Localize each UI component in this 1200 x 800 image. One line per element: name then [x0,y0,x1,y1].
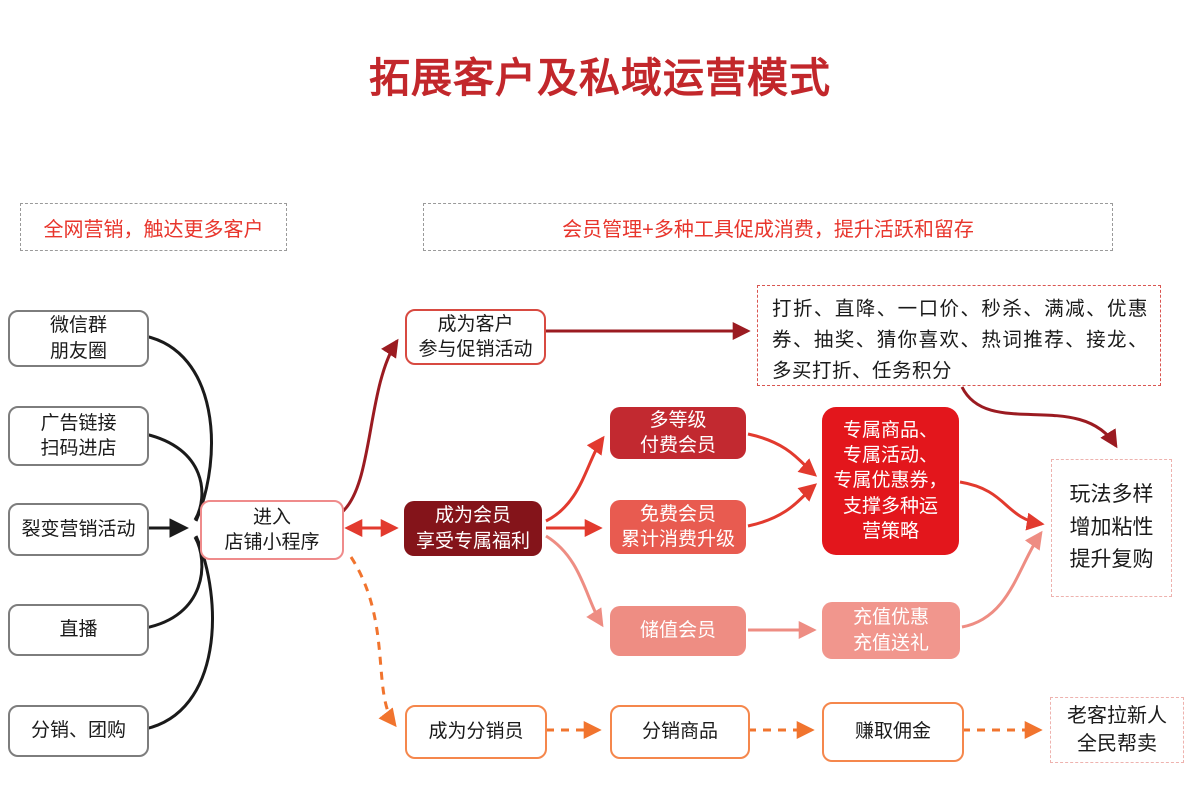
node-paid-member: 多等级 付费会员 [610,407,746,459]
node-become-member: 成为会员 享受专属福利 [404,501,542,556]
node-recharge-benefits: 充值优惠 充值送礼 [822,602,960,659]
wire-live-to-entry [144,536,204,630]
wire-recharge-to-outcome [961,530,1043,629]
node-label: 店铺小程序 [224,532,320,553]
section-header-membership: 会员管理+多种工具促成消费，提升活跃和留存 [423,203,1113,251]
node-exclusive-benefits: 专属商品、 专属活动、 专属优惠券， 支撑多种运 营策略 [822,407,959,555]
node-label: 成为分销员 [428,721,524,743]
node-label: 进入 [252,506,291,528]
node-label: 赚取佣金 [854,721,931,743]
node-earn-commission: 赚取佣金 [822,702,964,762]
node-label: 成为客户 [437,313,514,335]
node-label: 充值送礼 [852,632,929,654]
node-promo-tools: 打折、直降、一口价、秒杀、满减、优惠券、抽奖、猜你喜欢、热词推荐、接龙、多买打折… [757,285,1161,386]
node-label: 储值会员 [639,620,716,642]
node-label: 朋友圈 [49,340,107,362]
wire-wechat-to-entry [144,334,213,522]
node-label: 增加粘性 [1069,515,1154,539]
node-label: 分销商品 [641,721,718,743]
node-label: 享受专属福利 [415,530,530,552]
node-label: 免费会员 [639,503,716,525]
node-label: 成为会员 [434,505,511,527]
node-label: 广告链接 [40,412,117,434]
node-fission-marketing: 裂变营销活动 [8,503,149,556]
node-label: 老客拉新人 [1067,705,1167,727]
node-label: 多等级 [649,409,707,431]
node-label: 提升复购 [1069,548,1154,572]
promo-tools-text: 打折、直降、一口价、秒杀、满减、优惠券、抽奖、猜你喜欢、热词推荐、接龙、多买打折… [772,298,1148,383]
node-free-member: 免费会员 累计消费升级 [610,500,746,554]
node-distribution-outcome: 老客拉新人 全民帮卖 [1050,697,1184,763]
node-stored-value-member: 储值会员 [610,606,746,656]
node-label: 玩法多样 [1069,483,1154,507]
node-label: 付费会员 [639,435,716,456]
node-become-customer: 成为客户 参与促销活动 [405,309,546,365]
wire-member-to-paid [545,435,605,523]
node-label: 专属活动、 [842,445,938,467]
page-title: 拓展客户及私域运营模式 [369,55,831,101]
section-header-membership-label: 会员管理+多种工具促成消费，提升活跃和留存 [562,218,974,241]
node-member-outcome: 玩法多样 增加粘性 提升复购 [1051,459,1172,597]
node-label: 裂变营销活动 [21,518,136,540]
wire-entry-to-distributor [349,556,397,728]
section-header-marketing: 全网营销，触达更多客户 [20,203,287,251]
wire-ads-to-entry [144,432,204,521]
node-label: 分销、团购 [30,720,126,742]
wire-promos-to-outcome [960,386,1118,449]
node-become-distributor: 成为分销员 [405,705,547,759]
node-label: 累计消费升级 [620,529,735,550]
wire-paid-to-exclusive [747,432,818,477]
node-label: 微信群 [49,315,107,337]
node-ad-links: 广告链接 扫码进店 [8,406,149,466]
node-distribute-goods: 分销商品 [610,705,750,759]
node-live-streaming: 直播 [8,604,149,656]
wire-entry-to-customer [340,338,399,515]
node-label: 充值优惠 [852,607,929,629]
node-label: 全民帮卖 [1077,733,1157,755]
section-header-marketing-label: 全网营销，触达更多客户 [43,218,264,241]
wire-group-to-entry [144,535,214,731]
node-label: 参与促销活动 [418,339,533,360]
node-label: 专属商品、 [842,420,938,442]
node-enter-mini-program: 进入 店铺小程序 [200,500,344,560]
node-label: 扫码进店 [40,438,117,459]
node-distribution-groupbuy: 分销、团购 [8,705,149,757]
node-label: 专属优惠券， [833,470,948,492]
node-label: 支撑多种运 [842,495,938,517]
wire-free-to-exclusive [747,483,818,528]
wire-exclusive-to-outcome [959,480,1045,531]
node-wechat-groups: 微信群 朋友圈 [8,310,149,367]
node-label: 营策略 [861,520,919,542]
node-label: 直播 [59,619,98,641]
wire-member-to-stored [545,534,604,628]
